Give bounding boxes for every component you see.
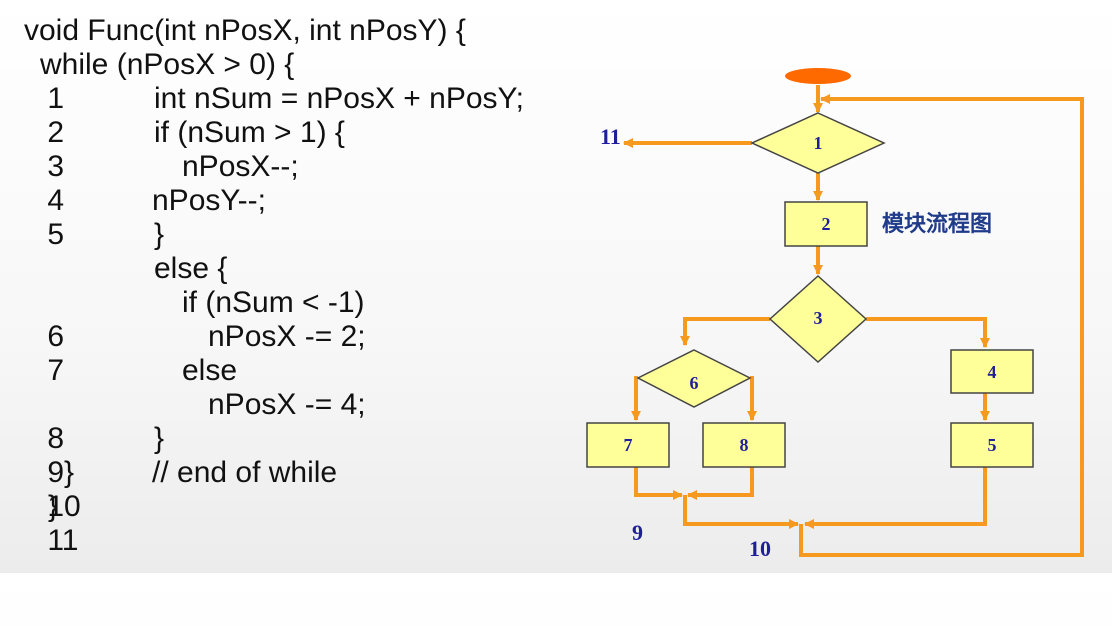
code-comment: // end of while (152, 456, 338, 489)
code-text: void Func(int nPosX, int nPosY) { (24, 14, 466, 47)
code-text: nPosX -= 4; (208, 388, 366, 421)
code-text: } (154, 422, 165, 455)
code-text: if (nSum < -1) (182, 286, 365, 319)
line-number: 1 (47, 82, 65, 115)
edge-3-to-6 (680, 317, 770, 346)
edge-6-to-8 (747, 376, 757, 421)
decision-node-3 (768, 274, 868, 364)
edge-9-to-10 (683, 495, 799, 529)
code-text: } (154, 218, 165, 251)
code-line: 7 nPosX -= 2; (14, 320, 574, 387)
code-text: nPosX--; (182, 150, 299, 183)
node-label-6: 6 (690, 373, 699, 393)
process-node-7 (586, 422, 670, 468)
node-label-8: 8 (740, 435, 749, 455)
code-line: 8 nPosX -= 4; (14, 388, 574, 455)
line-number: 2 (47, 116, 65, 149)
code-text: } (64, 456, 75, 489)
code-text: nPosX -= 2; (208, 320, 366, 353)
decision-node-1 (750, 112, 886, 174)
code-line: 3 if (nSum > 1) { (14, 116, 574, 183)
code-line: void Func(int nPosX, int nPosY) { (14, 14, 574, 48)
code-text: } (48, 490, 59, 523)
code-text: else (182, 354, 238, 387)
process-node-4 (950, 349, 1034, 394)
line-number: 8 (47, 422, 65, 455)
node-label-4: 4 (988, 362, 997, 382)
code-line: else { (14, 252, 574, 286)
exit-label-11: 11 (600, 124, 621, 149)
code-line: 1 while (nPosX > 0) { (14, 48, 574, 115)
code-line: 9 } (14, 422, 574, 489)
edge-7-to-9 (634, 467, 683, 500)
process-node-2 (784, 201, 868, 247)
process-node-8 (702, 422, 786, 468)
line-number: 5 (47, 218, 65, 251)
module-flowchart: 1 2 模块流程图 3 4 6 7 8 5 11 9 10 (586, 68, 1084, 561)
node-label-2: 2 (822, 214, 831, 234)
node-label-3: 3 (814, 308, 823, 328)
edge-8-to-9 (687, 467, 754, 500)
code-text: else { (154, 252, 228, 285)
code-line: 2 int nSum = nPosX + nPosY; (14, 82, 574, 149)
code-line: else (14, 354, 574, 388)
line-number: 6 (47, 320, 65, 353)
line-number: 3 (47, 150, 65, 183)
code-line: 6 if (nSum < -1) (14, 286, 574, 353)
code-line: } (14, 218, 574, 252)
line-number: 4 (47, 184, 65, 217)
node-label-7: 7 (624, 435, 633, 455)
flowchart-title: 模块流程图 (882, 211, 992, 237)
code-text: int nSum = nPosX + nPosY; (154, 82, 524, 115)
code-line: 5 nPosY--; (14, 184, 574, 251)
start-node (785, 68, 851, 84)
code-text: if (nSum > 1) { (154, 116, 345, 149)
line-number: 7 (47, 354, 65, 387)
process-node-5 (950, 422, 1034, 468)
edge-5-to-10 (804, 467, 987, 529)
node-label-5: 5 (988, 435, 997, 455)
node-label-1: 1 (814, 133, 823, 153)
edge-10-loop-back (799, 94, 1084, 557)
code-text: while (nPosX > 0) { (40, 48, 295, 81)
junction-label-10: 10 (749, 536, 771, 561)
code-text: nPosY--; (152, 184, 266, 217)
decision-node-6 (636, 349, 752, 408)
line-number: 9 (47, 456, 65, 489)
junction-label-9: 9 (632, 520, 643, 545)
edge-3-to-4 (866, 317, 990, 348)
code-line: 4 nPosX--; (14, 150, 574, 217)
edge-6-to-7 (631, 376, 641, 421)
